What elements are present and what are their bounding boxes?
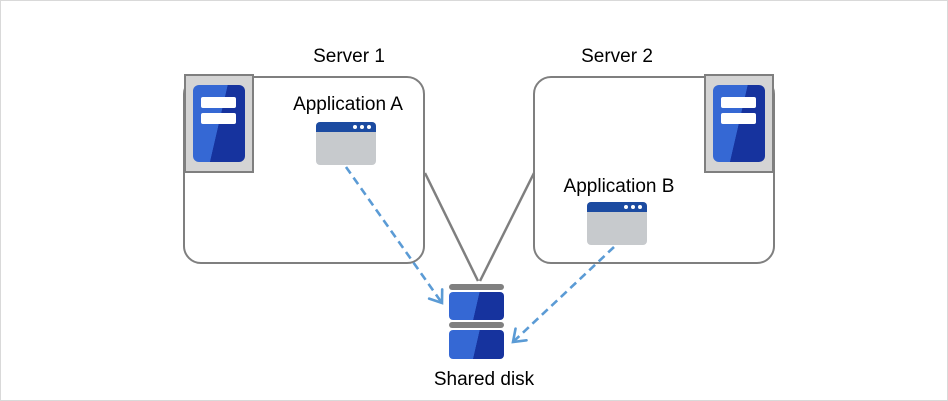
disk-platter <box>449 330 504 359</box>
server1-label: Server 1 <box>313 46 385 67</box>
app-titlebar <box>587 202 647 212</box>
app-a-label: Application A <box>293 94 403 115</box>
server2-label: Server 2 <box>581 46 653 67</box>
disk-cap <box>449 284 504 290</box>
app-titlebar-dots <box>353 125 371 129</box>
server-tower-icon <box>184 74 254 173</box>
app-titlebar-dots <box>624 205 642 209</box>
server-tower-body <box>193 85 245 162</box>
server-slot <box>721 97 756 108</box>
shared-disk-label: Shared disk <box>433 369 535 390</box>
disk-platter <box>449 292 504 320</box>
server1-disk-line <box>423 172 480 282</box>
server-slot <box>201 113 236 124</box>
app-window-icon <box>587 202 647 245</box>
app-titlebar <box>316 122 376 132</box>
server-slot <box>721 113 756 124</box>
shared-disk-icon <box>449 284 504 361</box>
server-tower-icon <box>704 74 774 173</box>
disk-cap <box>449 322 504 328</box>
server-slot <box>201 97 236 108</box>
server-tower-body <box>713 85 765 162</box>
app-b-label: Application B <box>563 176 675 197</box>
app-window-icon <box>316 122 376 165</box>
